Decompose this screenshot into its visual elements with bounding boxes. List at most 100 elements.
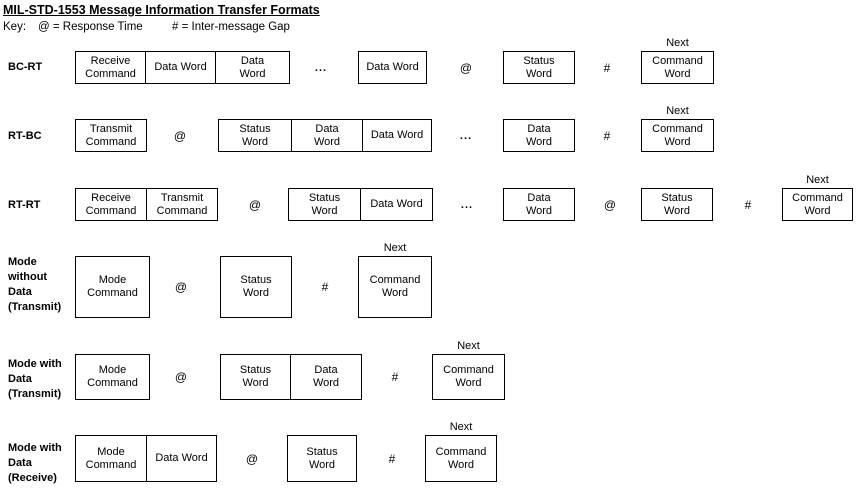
row-label-bc-rt: BC-RT	[8, 60, 42, 75]
word-box-line: Status	[239, 122, 271, 135]
next-label: Next	[457, 340, 480, 352]
word-box-data-word: Data Word	[358, 51, 427, 84]
ellipsis: ...	[314, 61, 328, 74]
key-response-time: @ = Response Time	[38, 21, 143, 33]
word-box-line: Word	[313, 135, 341, 148]
word-box-line: Status	[308, 191, 341, 204]
word-box-line: Word	[804, 204, 831, 217]
inter-message-gap-symbol: #	[744, 197, 752, 212]
response-time-symbol: @	[459, 60, 473, 75]
word-box-line: Word	[308, 458, 336, 471]
word-box-line: Transmit	[89, 122, 133, 135]
word-box-line: Word	[525, 204, 553, 217]
row-label-line: Data	[8, 373, 32, 385]
row-label-line: Mode with	[8, 358, 62, 370]
word-box-data-word: Data Word	[146, 435, 217, 482]
word-box-line: Mode	[98, 274, 127, 286]
word-box-line: Data Word	[370, 129, 424, 141]
word-box-data-word: Data Word	[362, 119, 432, 152]
row-label-line: RT-BC	[8, 130, 42, 142]
inter-message-gap-symbol: #	[603, 60, 611, 75]
response-time-symbol: @	[248, 197, 262, 212]
word-box-line: Mode	[98, 364, 127, 376]
word-box-line: Data Word	[155, 452, 208, 464]
word-box-line: Mode	[97, 445, 125, 458]
word-box-line: Data	[240, 54, 265, 67]
response-time-symbol: @	[174, 280, 188, 294]
word-box-line: Status	[240, 274, 272, 286]
word-box-line: Command	[85, 135, 137, 148]
response-time-symbol: @	[174, 370, 188, 384]
row-label-line: (Transmit)	[8, 388, 62, 400]
word-box-line: Command	[435, 445, 487, 458]
next-label: Next	[666, 37, 689, 49]
word-box-line: Status	[661, 191, 693, 204]
word-box-line: Word	[664, 135, 691, 148]
word-box-line: Command	[85, 458, 137, 471]
word-box-line: Word	[241, 135, 269, 148]
word-box-line: Word	[525, 135, 553, 148]
word-box-line: Command	[87, 287, 138, 299]
row-label-line: Mode with	[8, 442, 62, 454]
word-box-line: Receive	[90, 54, 131, 67]
row-label-line: (Transmit)	[8, 301, 62, 313]
row-label-line: Data	[8, 457, 32, 469]
next-label: Next	[666, 105, 689, 117]
inter-message-gap-symbol: #	[603, 128, 611, 143]
word-box-line: Command	[87, 377, 138, 389]
word-box-line: Command	[792, 191, 843, 204]
key-label: Key:	[3, 21, 27, 33]
word-box-line: Word	[664, 67, 691, 80]
word-box-line: Data Word	[370, 198, 423, 210]
ellipsis: ...	[459, 129, 473, 142]
word-box-line: Command	[652, 122, 703, 135]
word-box-line: Word	[311, 204, 338, 217]
word-box-line: Command	[85, 204, 137, 217]
row-label-rt-bc: RT-BC	[8, 129, 42, 144]
word-box-line: Word	[455, 377, 482, 389]
row-label-line: Mode	[8, 256, 37, 268]
word-box-line: Receive	[91, 191, 131, 204]
response-time-symbol: @	[245, 451, 259, 466]
next-label: Next	[449, 421, 473, 433]
ellipsis: ...	[460, 198, 474, 211]
inter-message-gap-symbol: #	[321, 280, 329, 294]
word-box-line: Word	[242, 287, 270, 299]
next-label: Next	[383, 242, 407, 254]
word-box-line: Data Word	[154, 61, 207, 73]
word-box-line: Command	[85, 67, 136, 80]
row-label-line: (Receive)	[8, 472, 57, 484]
word-box-line: Word	[663, 204, 691, 217]
inter-message-gap-symbol: #	[391, 370, 399, 384]
word-box-line: Word	[242, 377, 269, 389]
word-box-line: Word	[381, 287, 409, 299]
row-label-line: BC-RT	[8, 61, 43, 73]
word-box-line: Status	[239, 364, 272, 376]
inter-message-gap-symbol: #	[388, 451, 396, 466]
word-box-line: Word	[447, 458, 475, 471]
word-box-line: Word	[312, 377, 340, 389]
key-inter-message-gap: # = Inter-message Gap	[172, 21, 290, 33]
word-box-data-word: Data Word	[360, 188, 433, 221]
row-label-rt-rt: RT-RT	[8, 198, 40, 213]
word-box-line: Command	[443, 364, 494, 376]
